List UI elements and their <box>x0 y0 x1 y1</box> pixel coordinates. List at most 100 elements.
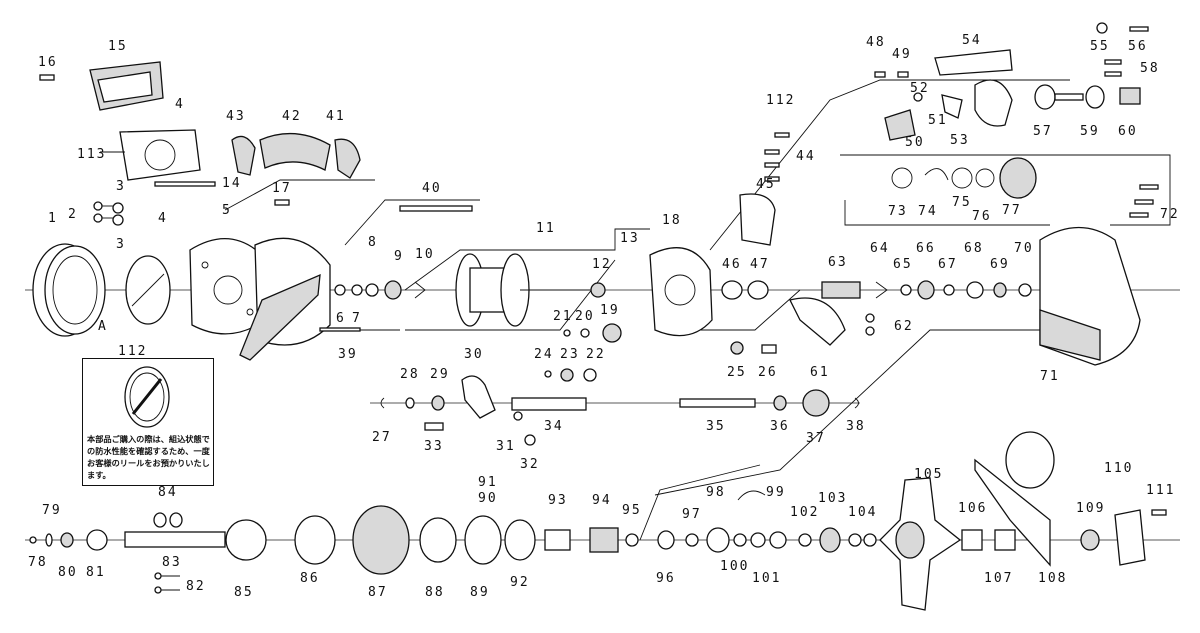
callout-37: 37 <box>806 431 826 446</box>
callout-95: 95 <box>622 503 642 518</box>
callout-113: 112 <box>766 93 795 108</box>
callout-96: 96 <box>656 571 676 586</box>
callout-72: 72 <box>1160 207 1180 222</box>
callout-90: 90 <box>478 491 498 506</box>
callout-41: 41 <box>326 109 346 124</box>
callout-57: 57 <box>1033 124 1053 139</box>
callout-26: 26 <box>758 365 778 380</box>
callout-70: 70 <box>1014 241 1034 256</box>
callout-67: 67 <box>938 257 958 272</box>
callout-labels: 1 2 3 3 4 4 5 6 7 8 9 10 11 12 13 14 15 … <box>28 33 1180 600</box>
callout-102: 102 <box>790 505 819 520</box>
callout-10: 10 <box>415 247 435 262</box>
callout-56: 56 <box>1128 39 1148 54</box>
level-wind-parts <box>380 375 859 446</box>
callout-11: 11 <box>536 221 556 236</box>
drive-parts <box>29 431 1167 611</box>
spool-parts <box>334 132 875 382</box>
callout-49: 49 <box>892 47 912 62</box>
callout-12: 12 <box>592 257 612 272</box>
callout-53: 53 <box>950 133 970 148</box>
callout-2: 2 <box>68 207 78 222</box>
callout-39: 39 <box>338 347 358 362</box>
callout-34: 34 <box>544 419 564 434</box>
side-cover-parts <box>32 61 473 361</box>
callout-87: 87 <box>368 585 388 600</box>
callout-91: 91 <box>478 475 498 490</box>
callout-61: 61 <box>810 365 830 380</box>
callout-68: 68 <box>964 241 984 256</box>
callout-5: 5 <box>222 203 232 218</box>
callout-93: 93 <box>548 493 568 508</box>
callout-1: 1 <box>48 211 58 226</box>
callout-66: 66 <box>916 241 936 256</box>
callout-14: 14 <box>222 176 242 191</box>
callout-58: 58 <box>1140 61 1160 76</box>
callout-98: 98 <box>706 485 726 500</box>
callout-62: 62 <box>894 319 914 334</box>
callout-84: 84 <box>158 485 178 500</box>
callout-74: 74 <box>918 204 938 219</box>
callout-3b: 3 <box>116 237 126 252</box>
callout-79: 79 <box>42 503 62 518</box>
note-label: 112 <box>118 344 148 359</box>
note-box: 本部品ご購入の際は、組込状態での防水性能を確認するため、一度お客様のリールをお預… <box>82 358 214 486</box>
callout-8: 8 <box>368 235 378 250</box>
callout-46: 46 <box>722 257 742 272</box>
callout-83: 83 <box>162 555 182 570</box>
callout-7: 7 <box>352 311 362 326</box>
callout-28: 28 <box>400 367 420 382</box>
callout-A-bottom: A <box>98 319 108 334</box>
callout-97: 97 <box>682 507 702 522</box>
callout-77: 77 <box>1002 203 1022 218</box>
callout-71: 71 <box>1040 369 1060 384</box>
callout-23: 23 <box>560 347 580 362</box>
callout-45: 45 <box>756 177 776 192</box>
callout-9: 9 <box>394 249 404 264</box>
note-text: 本部品ご購入の際は、組込状態での防水性能を確認するため、一度お客様のリールをお預… <box>87 434 210 480</box>
callout-100: 100 <box>720 559 749 574</box>
callout-19: 19 <box>600 303 620 318</box>
callout-88: 88 <box>425 585 445 600</box>
callout-24: 24 <box>534 347 554 362</box>
callout-6: 6 <box>336 311 346 326</box>
callout-15: 15 <box>108 39 128 54</box>
callout-32: 32 <box>520 457 540 472</box>
callout-42: 42 <box>282 109 302 124</box>
callout-31: 31 <box>496 439 516 454</box>
callout-110: 110 <box>1104 461 1133 476</box>
callout-69: 69 <box>990 257 1010 272</box>
callout-107: 107 <box>984 571 1013 586</box>
callout-52: 52 <box>910 81 930 96</box>
note-callout-112: 112 <box>118 340 147 359</box>
callout-29: 29 <box>430 367 450 382</box>
callout-55: 55 <box>1090 39 1110 54</box>
callout-36: 36 <box>770 419 790 434</box>
callout-3: 3 <box>116 179 126 194</box>
dial-part-drawing <box>124 366 170 428</box>
callout-89: 89 <box>470 585 490 600</box>
callout-20: 20 <box>575 309 595 324</box>
callout-85: 85 <box>234 585 254 600</box>
callout-78: 78 <box>28 555 48 570</box>
callout-82: 82 <box>186 579 206 594</box>
callout-86: 86 <box>300 571 320 586</box>
callout-101: 101 <box>752 571 781 586</box>
callout-16: 16 <box>38 55 58 70</box>
callout-63: 63 <box>828 255 848 270</box>
callout-111: 111 <box>1146 483 1175 498</box>
brake-parts <box>821 22 1159 366</box>
callout-21: 21 <box>553 309 573 324</box>
callout-75: 75 <box>952 195 972 210</box>
callout-17: 17 <box>272 181 292 196</box>
callout-99: 99 <box>766 485 786 500</box>
callout-81: 81 <box>86 565 106 580</box>
callout-33: 33 <box>424 439 444 454</box>
callout-27: 27 <box>372 430 392 445</box>
callout-76: 76 <box>972 209 992 224</box>
callout-59: 59 <box>1080 124 1100 139</box>
callout-4b: 4 <box>158 211 168 226</box>
callout-103: 103 <box>818 491 847 506</box>
callout-13: 13 <box>620 231 640 246</box>
